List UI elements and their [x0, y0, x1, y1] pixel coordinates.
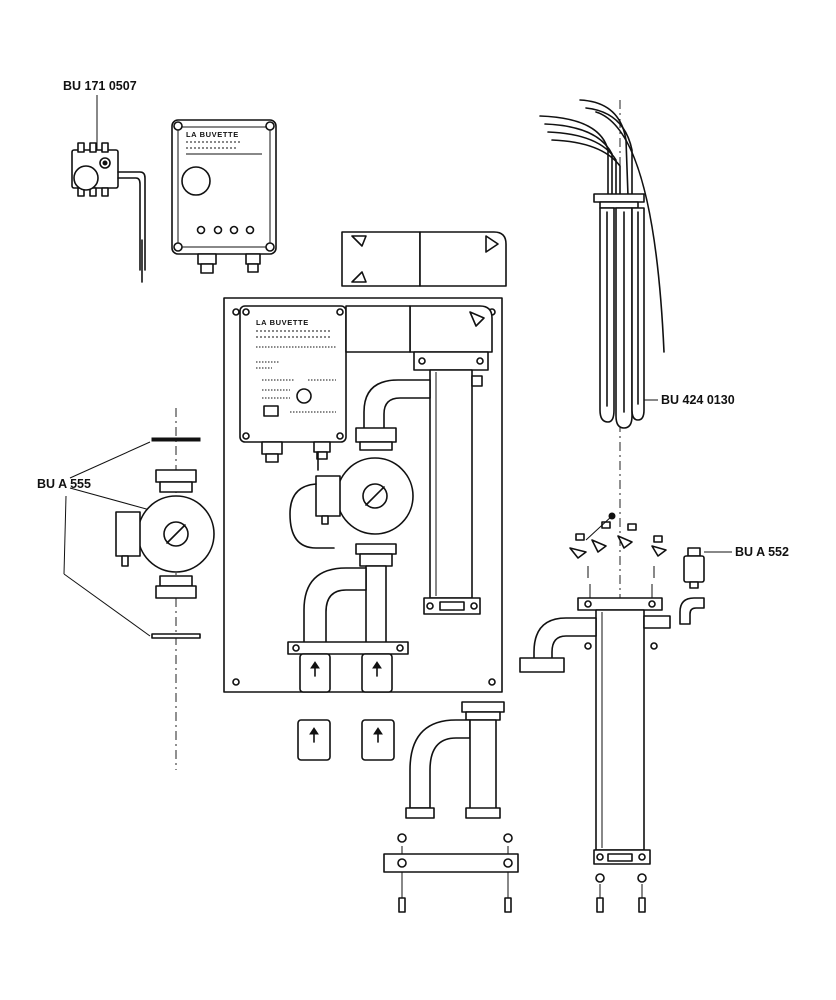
panel-control-box: LA BUVETTE [239, 305, 347, 463]
u-pipe-bend [405, 701, 505, 819]
control-box-brand: LA BUVETTE [186, 130, 239, 139]
pump-part [63, 408, 215, 770]
callout-pump: BU A 555 [37, 477, 91, 491]
control-box: LA BUVETTE [171, 119, 277, 274]
callout-heating-element: BU 424 0130 [661, 393, 735, 407]
loose-valves [297, 719, 395, 761]
bottom-bracket [383, 833, 519, 913]
cover-plate [341, 231, 507, 287]
callout-thermostat: BU 171 0507 [63, 79, 137, 93]
panel-pump-assembly [287, 379, 431, 693]
thermostat-part [71, 95, 146, 283]
right-tank [519, 584, 671, 913]
callout-air-vent: BU A 552 [735, 545, 789, 559]
panel-box-brand: LA BUVETTE [256, 318, 309, 327]
hardware-cluster [569, 512, 667, 578]
heating-element-part [539, 99, 665, 610]
panel-tank [345, 305, 493, 615]
air-vent-part [679, 547, 732, 625]
